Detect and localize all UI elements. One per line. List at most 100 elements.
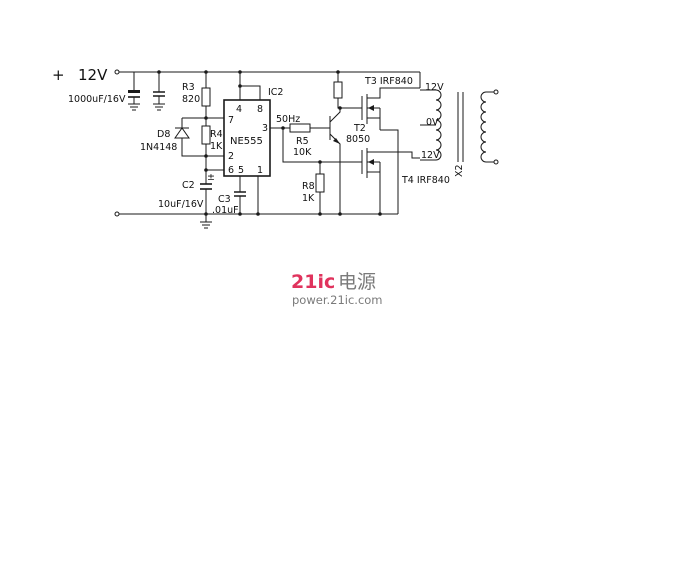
junction (318, 212, 322, 216)
resistor-r5: R5 10K (289, 123, 330, 158)
ic2-ref: IC2 (268, 87, 283, 98)
pin8-wire (240, 85, 261, 100)
supply-sign: + (52, 66, 65, 84)
pin-5: 5 (238, 165, 244, 176)
t2-name: T2 (353, 123, 366, 134)
supply-voltage: 12V (78, 66, 108, 84)
capacitor-c2: ± C2 10uF/16V (158, 170, 215, 229)
watermark-cn: 电源 (338, 271, 376, 293)
rect (333, 81, 343, 99)
resistor-r4: R4 1K (201, 118, 223, 170)
pin-6: 6 (228, 165, 234, 176)
wire (153, 91, 165, 97)
supply-terminal-dot (114, 69, 120, 75)
tap-center: 0V (426, 117, 439, 128)
junction (256, 212, 260, 216)
c3-name: C3 (218, 194, 231, 205)
bypass-capacitor (153, 72, 165, 111)
c3-value: .01uF (212, 205, 239, 216)
wire (380, 129, 399, 190)
junction (238, 84, 242, 88)
tap-bottom: 12V (421, 150, 440, 161)
mosfet-t3: T3 IRF840 (361, 76, 420, 130)
rect (128, 90, 140, 93)
watermark-brand: 21ic (291, 271, 335, 293)
input-capacitor: 1000uF/16V (68, 72, 140, 111)
rect (201, 125, 211, 145)
resistor-r3: R3 820 (182, 72, 211, 118)
r3-value: 820 (182, 94, 200, 105)
path (368, 159, 374, 165)
wire (367, 87, 420, 99)
r8-value: 1K (302, 193, 315, 204)
tap-top: 12V (425, 82, 444, 93)
terminal-dot (493, 159, 499, 165)
junction (204, 212, 208, 216)
wire (367, 151, 420, 159)
t4-label: T4 IRF840 (401, 175, 450, 186)
junction (338, 212, 342, 216)
rect (315, 173, 325, 193)
wire (234, 191, 246, 197)
wire (329, 108, 341, 123)
r4-name: R4 (210, 129, 223, 140)
r4-value: 1K (210, 141, 223, 152)
r3-name: R3 (182, 82, 195, 93)
ground-terminal-dot (114, 211, 120, 217)
junction (378, 212, 382, 216)
terminal-dot (493, 89, 499, 95)
wire (153, 96, 165, 111)
rect (289, 123, 311, 133)
wire (486, 91, 494, 163)
resistor-collector (333, 72, 362, 109)
resistor-r8: R8 1K (302, 162, 325, 214)
c2-value: 10uF/16V (158, 199, 204, 210)
watermark: 21ic 电源 power.21ic.com (291, 271, 383, 307)
supply-terminal: + 12V (52, 66, 120, 84)
wire (337, 98, 362, 109)
ne555-body (223, 99, 271, 177)
pin-8: 8 (257, 104, 263, 115)
ne555-part: NE555 (230, 136, 263, 147)
r5-value: 10K (293, 147, 312, 158)
input-cap-value: 1000uF/16V (68, 94, 126, 105)
d8-part: 1N4148 (140, 142, 177, 153)
wire (128, 97, 140, 111)
diode-d8: D8 1N4148 (140, 118, 206, 157)
transformer-x2: 12V 0V 12V X2 (419, 72, 499, 177)
wire (457, 92, 464, 162)
d8-name: D8 (157, 129, 170, 140)
ne555-timer: NE555 IC2 4 8 7 3 2 6 5 1 (223, 87, 283, 177)
pin-3: 3 (262, 123, 268, 134)
pin-1: 1 (257, 165, 263, 176)
junction (318, 160, 322, 164)
junction (238, 212, 242, 216)
pin-7: 7 (228, 115, 234, 126)
x2-name: X2 (454, 164, 465, 177)
wire (181, 138, 206, 157)
wire (200, 221, 212, 229)
t3-label: T3 IRF840 (364, 76, 413, 87)
pin-4: 4 (236, 104, 242, 115)
wire (435, 89, 442, 161)
transistor-t2: T2 8050 (329, 108, 370, 210)
path (333, 138, 340, 144)
wire (174, 127, 190, 139)
c2-polarity: ± (207, 172, 215, 183)
wire (480, 91, 487, 163)
r5-name: R5 (296, 136, 309, 147)
drive-t4-wire (282, 128, 362, 163)
r8-name: R8 (302, 181, 315, 192)
path (368, 105, 374, 111)
c2-name: C2 (182, 180, 195, 191)
capacitor-c3: C3 .01uF (212, 176, 246, 216)
rect (201, 87, 211, 107)
mosfet-t4: T4 IRF840 (361, 148, 450, 214)
wire (206, 155, 224, 171)
frequency-label: 50Hz (276, 114, 300, 125)
t2-part: 8050 (346, 134, 370, 145)
wire (329, 133, 341, 210)
pin-2: 2 (228, 151, 234, 162)
watermark-url: power.21ic.com (292, 293, 383, 307)
